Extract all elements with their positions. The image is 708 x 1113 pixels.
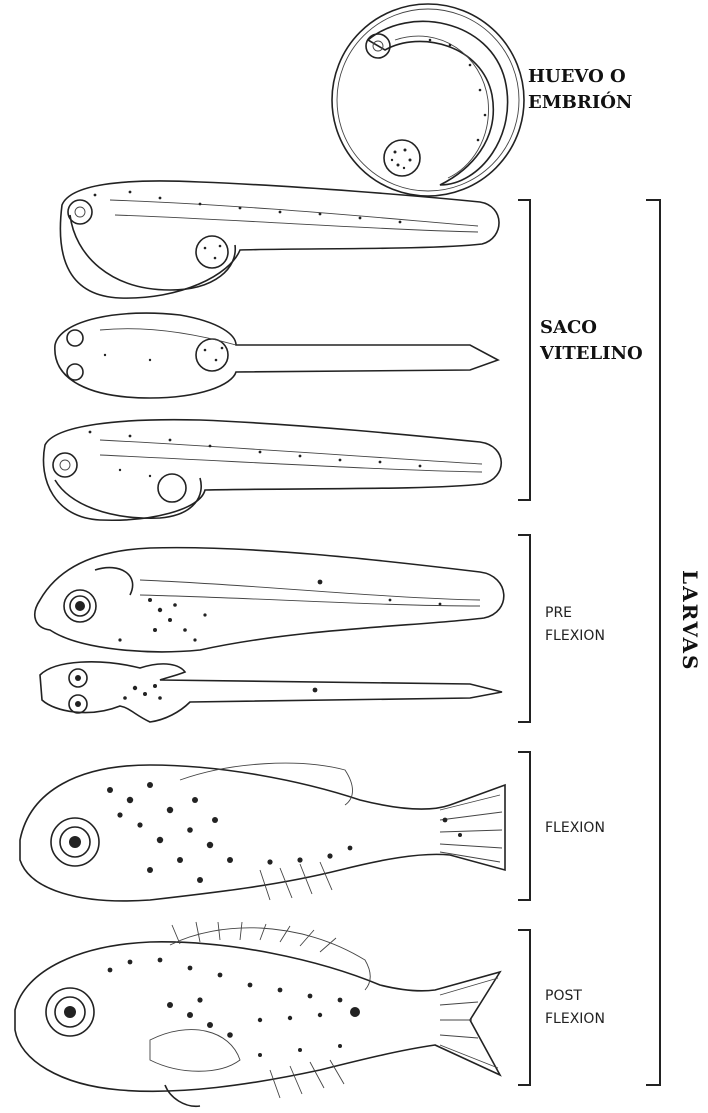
yolk-sac-larva-lateral-1: [60, 181, 499, 298]
egg-label-line1: HUEVO O: [528, 66, 626, 87]
egg-label-line2: EMBRIÓN: [528, 90, 632, 113]
preflexion-larva-dorsal: [40, 662, 502, 722]
preflexion-label-line2: FLEXION: [545, 628, 605, 644]
larvae-bracket: [646, 200, 660, 1085]
egg-illustration: [332, 4, 524, 196]
preflexion-label-line1: PRE: [545, 605, 572, 621]
preflexion-larva-lateral: [35, 548, 504, 652]
yolk-sac-label-line1: SACO: [540, 317, 597, 338]
larvae-label: LARVAS: [678, 570, 702, 671]
flexion-larva: [20, 763, 505, 901]
yolk-sac-bracket: [518, 200, 530, 500]
yolk-sac-label-line2: VITELINO: [539, 343, 643, 364]
postflexion-label-line2: FLEXION: [545, 1011, 605, 1027]
yolk-sac-larva-dorsal: [55, 313, 498, 398]
postflexion-label-line1: POST: [545, 988, 582, 1004]
yolk-sac-larva-lateral-2: [43, 420, 501, 521]
postflexion-larva: [15, 922, 500, 1106]
postflexion-bracket: [518, 930, 530, 1085]
flexion-bracket: [518, 752, 530, 900]
flexion-label: FLEXION: [545, 820, 605, 836]
preflexion-bracket: [518, 535, 530, 722]
